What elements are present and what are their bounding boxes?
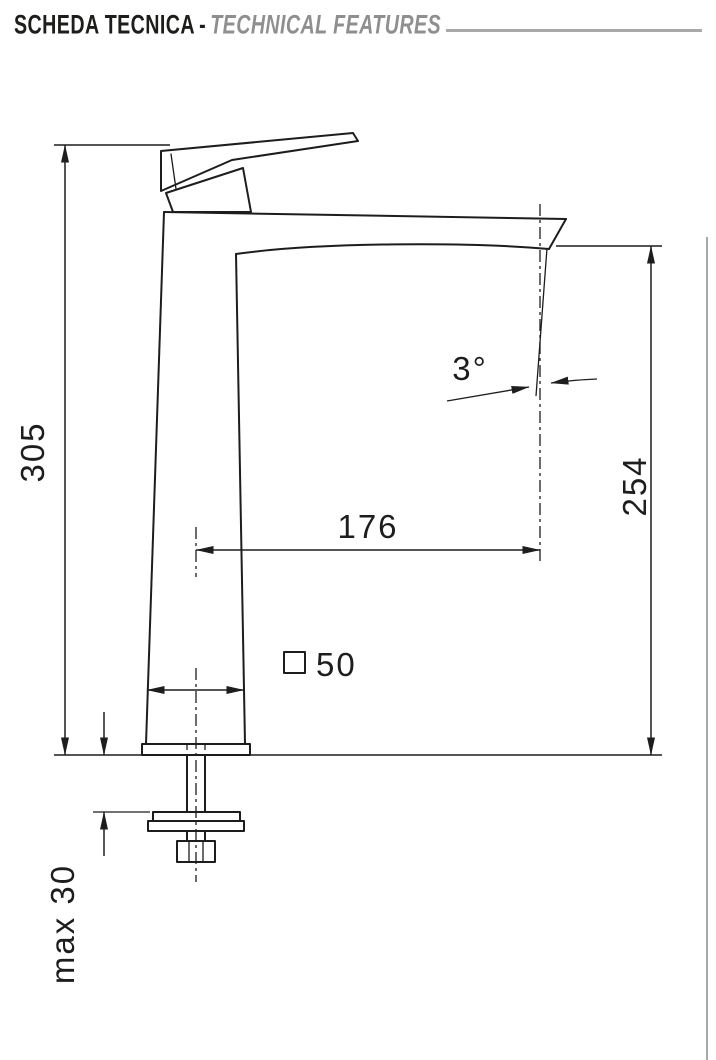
body-right-edge [235,253,246,745]
angle-leader-right [550,376,598,385]
spout-top-edge [163,211,567,220]
spout-bottom-edge [235,243,550,255]
label-max-thickness: max 30 [44,864,81,984]
faucet-drawing [141,132,567,863]
header-divider-line [446,29,702,32]
mounting-washer-lower [147,820,245,832]
hidden-rod-in-flange [186,744,206,755]
label-spout-reach: 176 [337,508,398,545]
handle-front-edge [170,153,177,190]
threaded-rod [186,754,206,813]
square-section-icon [283,651,306,674]
threaded-rod-lower [186,830,206,842]
faucet-handle-lever [160,132,359,192]
fixing-nut [176,840,216,863]
faucet-cartridge-cap [165,167,252,213]
dimension-labels: 305 254 176 3° 50 max 30 [14,350,653,984]
title-separator: - [199,10,207,41]
angle-leader-left [446,386,530,402]
title-italian: SCHEDA TECNICA [14,10,196,41]
label-body-square: 50 [316,646,357,683]
outlet-tilted-axis [535,247,548,397]
fixing-nut-facets [188,840,204,863]
label-outlet-height: 254 [616,455,653,516]
spout-tip-face [548,218,567,250]
sheet-header: SCHEDA TECNICA-TECHNICAL FEATURES [14,10,702,50]
body-left-edge [145,211,165,745]
page-right-border-line [706,237,708,1060]
dimension-lines [54,144,662,856]
label-total-height: 305 [14,421,51,482]
title-english: TECHNICAL FEATURES [210,10,442,41]
page-title: SCHEDA TECNICA-TECHNICAL FEATURES [14,10,578,41]
label-outlet-angle: 3° [452,350,488,387]
